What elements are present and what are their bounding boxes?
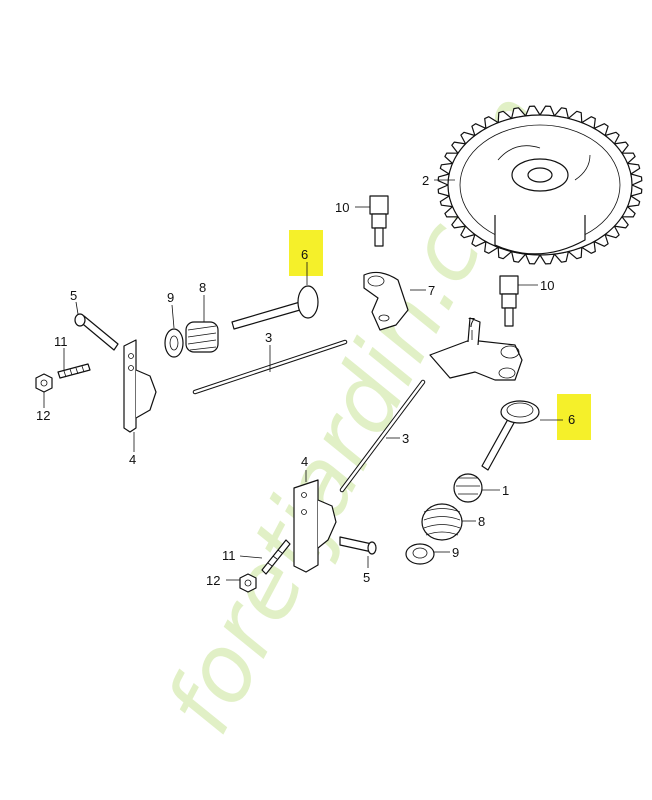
rocker-arm-7-upper	[363, 271, 409, 331]
retainer-9-right	[405, 543, 435, 565]
callout-labels: 2 10 6 7 10 7 5 9 8 3 11 12 4 3 6 1 8 9 …	[36, 173, 575, 588]
bolt-10-right	[499, 275, 519, 327]
callout-12-left: 12	[36, 408, 50, 423]
valve-6-right	[481, 400, 540, 471]
gear-cam-lobe-2	[574, 154, 591, 181]
callout-11-right: 11	[222, 548, 236, 563]
callout-5-left: 5	[70, 288, 77, 303]
callout-3-lower: 3	[402, 431, 409, 446]
callout-8-right: 8	[478, 514, 485, 529]
highlight-6-right	[557, 394, 591, 440]
callout-4-right: 4	[301, 454, 308, 469]
valve-spring-8-right	[421, 503, 463, 541]
rocker-arm-7-lower	[429, 317, 523, 381]
callout-7-lower: 7	[468, 315, 475, 330]
bolt-5-right	[339, 536, 377, 555]
valve-stem-seal-1	[453, 473, 483, 503]
push-rod-3-lower	[339, 379, 426, 493]
callout-1: 1	[502, 483, 509, 498]
valve-spring-8-left	[185, 321, 219, 353]
gear-cam-lobe	[497, 145, 541, 161]
callout-12-right: 12	[206, 573, 220, 588]
camshaft-gear	[437, 105, 643, 265]
retainer-9-left	[164, 328, 184, 358]
rocker-bracket-4-right	[293, 479, 337, 573]
callout-8-left: 8	[199, 280, 206, 295]
bolt-10-top	[369, 195, 389, 247]
valve-6-left	[231, 285, 319, 330]
callout-6-right: 6	[568, 412, 575, 427]
callout-6-left: 6	[301, 247, 308, 262]
callout-3-upper: 3	[265, 330, 272, 345]
callout-11-left: 11	[54, 334, 68, 349]
stud-11-left	[57, 363, 91, 379]
gear-bore	[527, 167, 553, 183]
callout-10-right: 10	[540, 278, 554, 293]
callout-7-upper: 7	[428, 283, 435, 298]
nut-12-right	[239, 573, 257, 593]
stud-11-right	[261, 539, 291, 575]
callout-10-top: 10	[335, 200, 349, 215]
callout-5-right: 5	[363, 570, 370, 585]
nut-12-left	[35, 373, 53, 393]
rocker-bracket-4-left	[123, 339, 157, 433]
callout-2: 2	[422, 173, 429, 188]
callout-9-right: 9	[452, 545, 459, 560]
callout-9-left: 9	[167, 290, 174, 305]
bolt-5-left	[74, 313, 119, 351]
leader-lines	[43, 179, 563, 581]
gear-hub	[494, 215, 586, 255]
callout-4-left: 4	[129, 452, 136, 467]
highlight-6-left	[289, 230, 323, 276]
